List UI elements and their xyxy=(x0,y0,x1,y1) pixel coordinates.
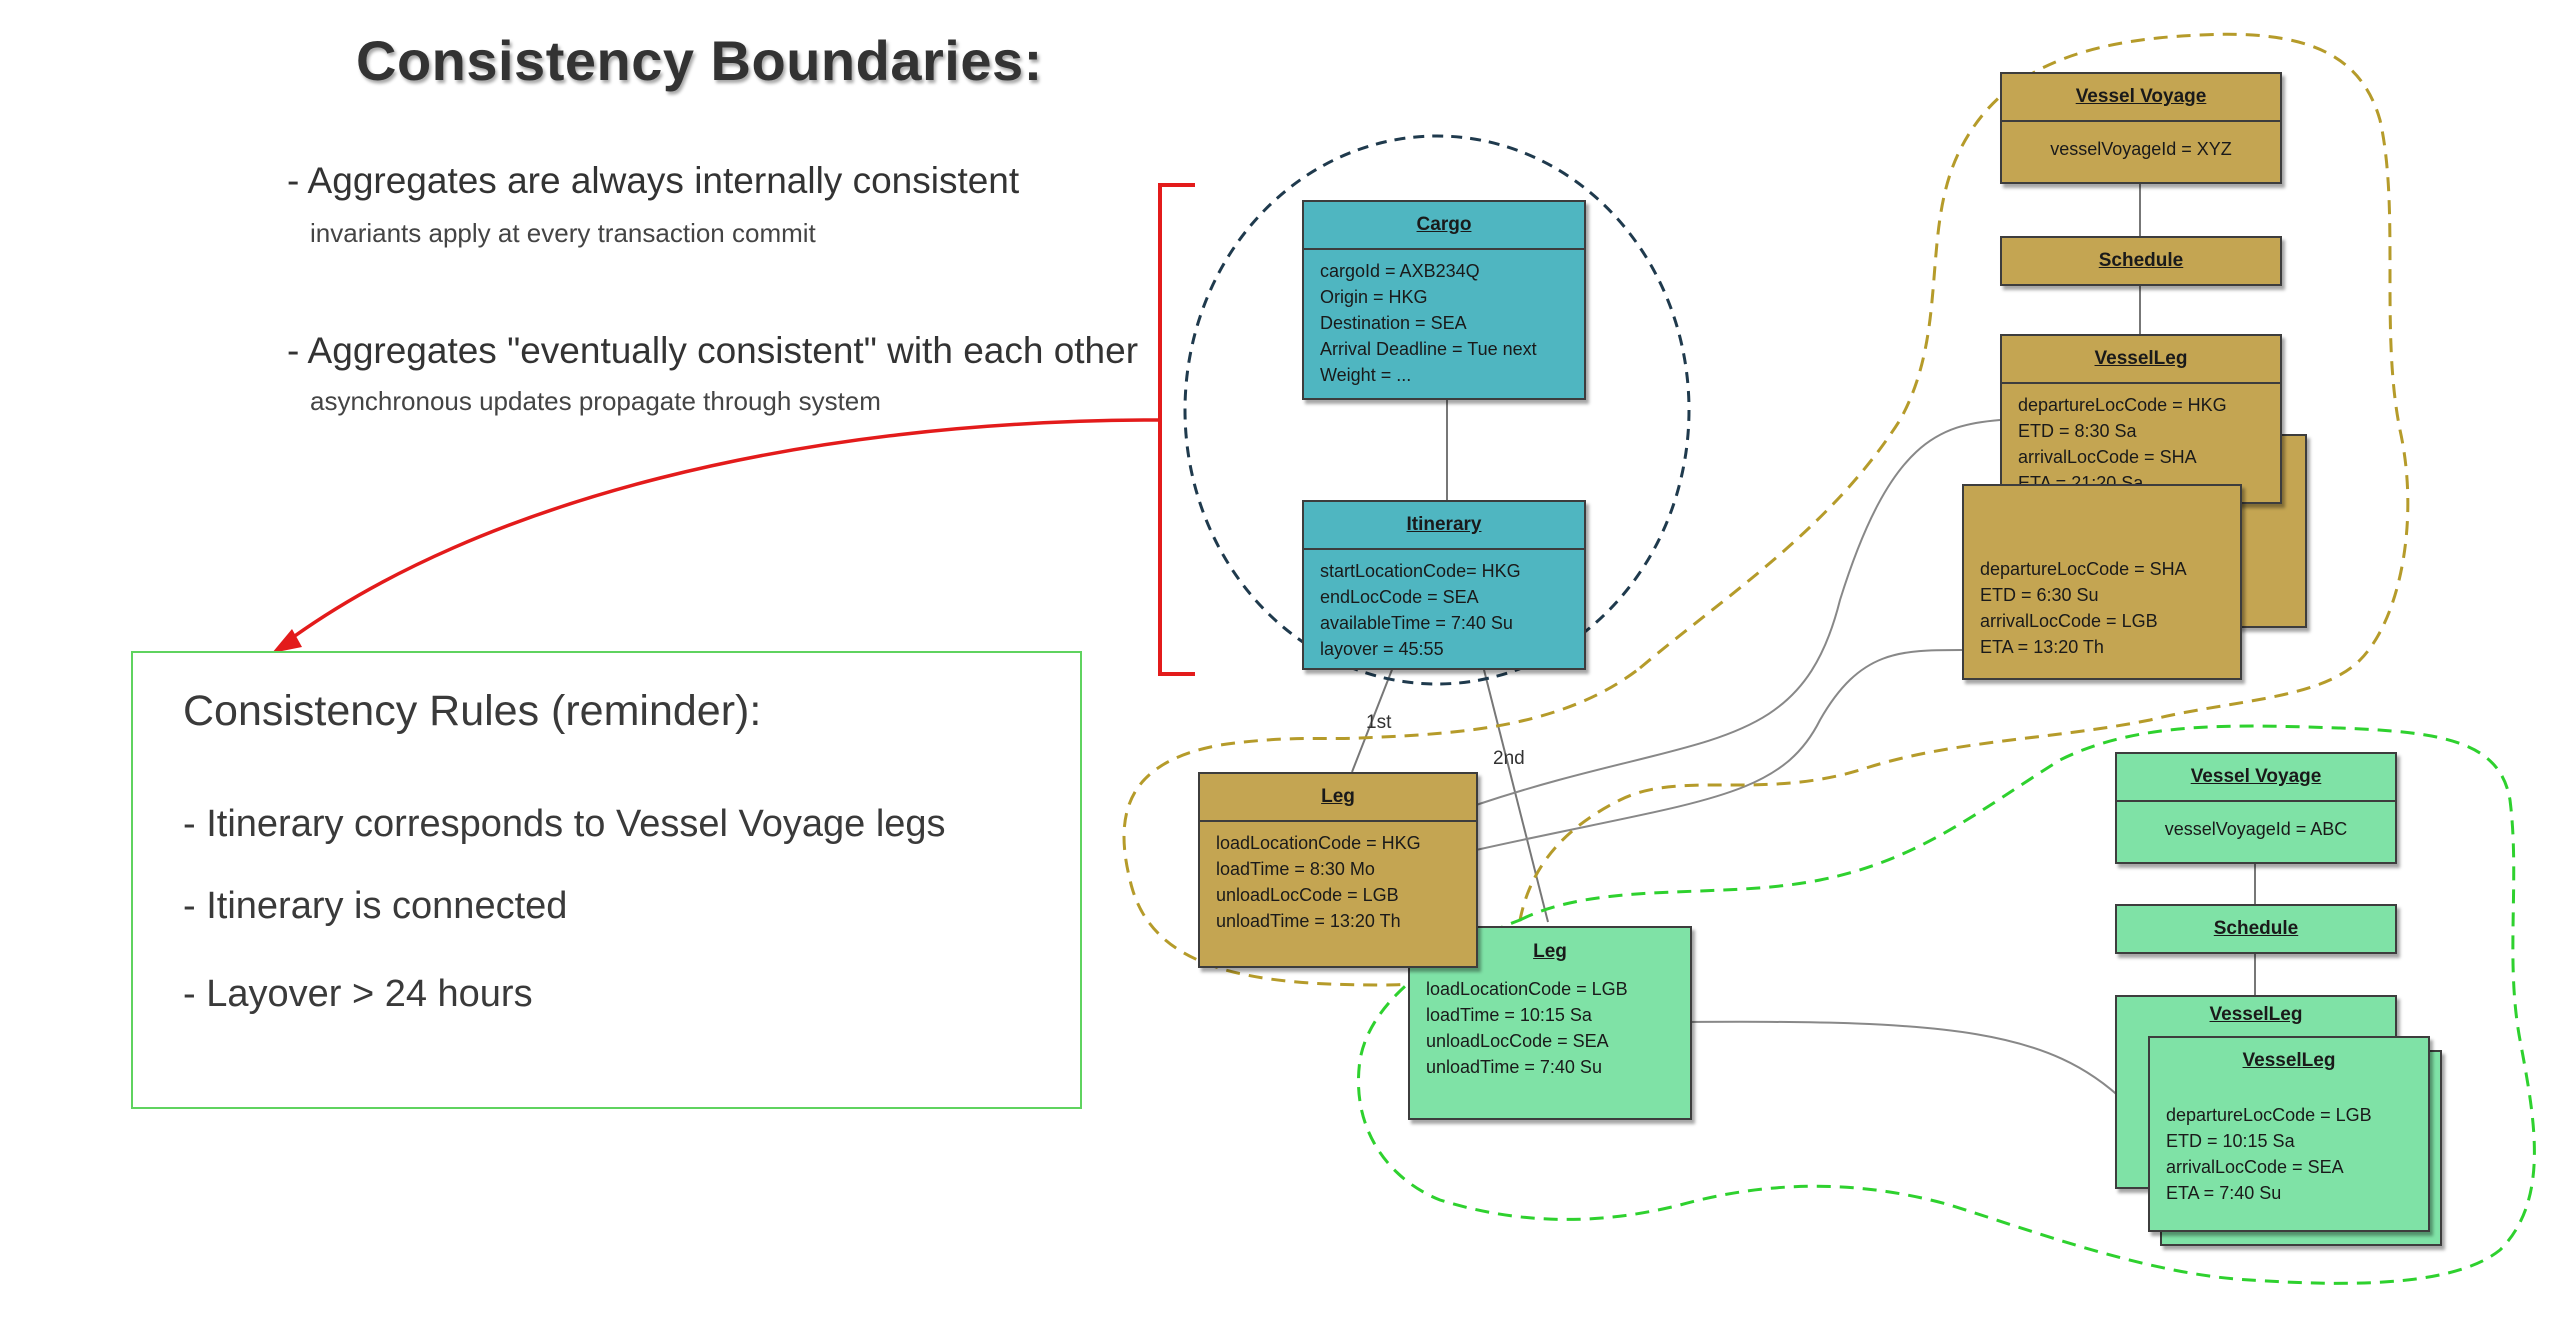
bracket xyxy=(1158,183,1195,676)
class-box-fields: departureLocCode = LGB ETD = 10:15 Sa ar… xyxy=(2150,1084,2428,1214)
link-leg1-vesselleg-hkg xyxy=(1475,419,2001,806)
class-box-fields: cargoId = AXB234Q Origin = HKG Destinati… xyxy=(1304,250,1584,396)
field: arrivalLocCode = LGB xyxy=(1980,611,2158,631)
class-box-cargo[interactable]: Cargo cargoId = AXB234Q Origin = HKG Des… xyxy=(1302,200,1586,400)
class-box-title: Vessel Voyage xyxy=(2117,754,2395,802)
bullet-eventual-consistency-detail: asynchronous updates propagate through s… xyxy=(310,386,881,416)
field: Weight = ... xyxy=(1320,365,1412,385)
field: ETA = 13:20 Th xyxy=(1980,637,2104,657)
class-box-title: Cargo xyxy=(1304,202,1584,250)
class-box-vessel-voyage-abc[interactable]: Vessel Voyage vesselVoyageId = ABC xyxy=(2115,752,2397,864)
class-box-title: Schedule xyxy=(2213,918,2299,939)
field: unloadLocCode = SEA xyxy=(1426,1031,1609,1051)
class-box-leg-1[interactable]: Leg loadLocationCode = HKG loadTime = 8:… xyxy=(1198,772,1478,968)
class-box-vessel-voyage-xyz[interactable]: Vessel Voyage vesselVoyageId = XYZ xyxy=(2000,72,2282,184)
label-first-leg: 1st xyxy=(1366,712,1392,733)
field: Origin = HKG xyxy=(1320,287,1428,307)
class-box-schedule-abc[interactable]: Schedule xyxy=(2115,904,2397,954)
class-box-title: Leg xyxy=(1200,774,1476,822)
red-arrowhead xyxy=(272,629,302,653)
class-box-title: VesselLeg xyxy=(2209,1004,2303,1025)
field: endLocCode = SEA xyxy=(1320,587,1479,607)
class-box-leg-2[interactable]: Leg loadLocationCode = LGB loadTime = 10… xyxy=(1408,926,1692,1120)
field: ETA = 7:40 Su xyxy=(2166,1183,2282,1203)
consistency-rules-box: Consistency Rules (reminder): - Itinerar… xyxy=(131,651,1082,1109)
field: availableTime = 7:40 Su xyxy=(1320,613,1513,633)
class-box-fields: departureLocCode = SHA ETD = 6:30 Su arr… xyxy=(1964,486,2240,668)
field: Arrival Deadline = Tue next xyxy=(1320,339,1537,359)
class-box-vessel-leg-abc-front[interactable]: VesselLeg departureLocCode = LGB ETD = 1… xyxy=(2148,1036,2430,1232)
class-box-vessel-leg-xyz-2[interactable]: departureLocCode = SHA ETD = 6:30 Su arr… xyxy=(1962,484,2242,680)
field: loadTime = 8:30 Mo xyxy=(1216,859,1375,879)
field: ETD = 6:30 Su xyxy=(1980,585,2099,605)
link-leg1-vesselleg-sha xyxy=(1475,649,1963,851)
field: unloadTime = 7:40 Su xyxy=(1426,1057,1602,1077)
slide-title: Consistency Boundaries: xyxy=(356,29,1043,92)
link-leg2-vesselleg-lgb xyxy=(1687,1020,2126,1103)
class-box-fields: vesselVoyageId = XYZ xyxy=(2002,122,2280,170)
field: layover = 45:55 xyxy=(1320,639,1444,659)
class-box-schedule-xyz[interactable]: Schedule xyxy=(2000,236,2282,286)
class-box-itinerary[interactable]: Itinerary startLocationCode= HKG endLocC… xyxy=(1302,500,1586,670)
bullet-internal-consistency: - Aggregates are always internally consi… xyxy=(287,160,1020,201)
field: unloadLocCode = LGB xyxy=(1216,885,1399,905)
class-box-fields: loadLocationCode = HKG loadTime = 8:30 M… xyxy=(1200,822,1476,942)
class-box-title: Leg xyxy=(1533,941,1567,962)
field: Destination = SEA xyxy=(1320,313,1467,333)
label-second-leg: 2nd xyxy=(1493,748,1525,769)
boundary-cargo-aggregate xyxy=(1183,134,1691,686)
field: loadLocationCode = HKG xyxy=(1216,833,1421,853)
field: loadTime = 10:15 Sa xyxy=(1426,1005,1592,1025)
class-box-title: VesselLeg xyxy=(2242,1050,2336,1071)
rule-item: - Itinerary is connected xyxy=(183,885,568,927)
field: departureLocCode = HKG xyxy=(2018,395,2227,415)
class-box-fields: startLocationCode= HKG endLocCode = SEA … xyxy=(1304,550,1584,670)
rule-item: - Itinerary corresponds to Vessel Voyage… xyxy=(183,803,946,845)
field: ETD = 10:15 Sa xyxy=(2166,1131,2295,1151)
class-box-fields: vesselVoyageId = ABC xyxy=(2117,802,2395,850)
class-box-title: VesselLeg xyxy=(2002,336,2280,384)
boundary-voyage-abc xyxy=(1357,724,2536,1285)
class-box-title: Itinerary xyxy=(1304,502,1584,550)
red-arrow xyxy=(283,418,1161,645)
field: departureLocCode = SHA xyxy=(1980,559,2187,579)
field: departureLocCode = LGB xyxy=(2166,1105,2372,1125)
field: loadLocationCode = LGB xyxy=(1426,979,1628,999)
field: vesselVoyageId = ABC xyxy=(2164,819,2348,839)
class-box-title: Vessel Voyage xyxy=(2002,74,2280,122)
field: ETD = 8:30 Sa xyxy=(2018,421,2137,441)
boundary-voyage-xyz xyxy=(1122,32,2410,987)
rule-item: - Layover > 24 hours xyxy=(183,973,533,1015)
link-itinerary-leg1 xyxy=(1351,661,1396,773)
field: cargoId = AXB234Q xyxy=(1320,261,1480,281)
class-box-fields: loadLocationCode = LGB loadTime = 10:15 … xyxy=(1410,976,1690,1088)
field: arrivalLocCode = SEA xyxy=(2166,1157,2344,1177)
field: arrivalLocCode = SHA xyxy=(2018,447,2197,467)
field: vesselVoyageId = XYZ xyxy=(2050,139,2232,159)
rules-title: Consistency Rules (reminder): xyxy=(183,687,762,735)
field: unloadTime = 13:20 Th xyxy=(1216,911,1401,931)
class-box-vessel-leg-xyz-1[interactable]: VesselLeg departureLocCode = HKG ETD = 8… xyxy=(2000,334,2282,504)
bullet-eventual-consistency: - Aggregates "eventually consistent" wit… xyxy=(287,330,1139,371)
field: startLocationCode= HKG xyxy=(1320,561,1521,581)
class-box-title: Schedule xyxy=(2098,250,2184,271)
bullet-internal-consistency-detail: invariants apply at every transaction co… xyxy=(310,218,816,248)
